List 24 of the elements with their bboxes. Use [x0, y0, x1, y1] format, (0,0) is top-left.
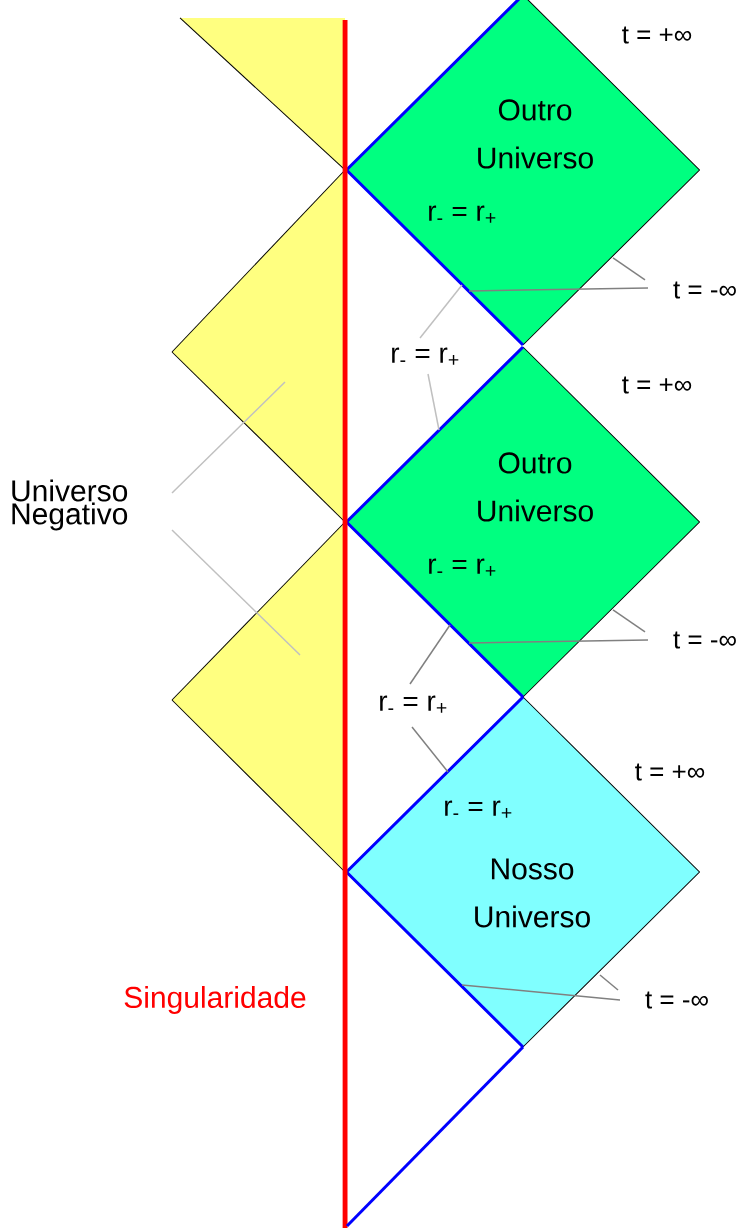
infinity-label: t = +∞: [635, 763, 705, 781]
leader-line: [171, 529, 301, 656]
negative-universe-region: [171, 521, 346, 873]
region-label: r$_{-}$ = r$_{+}$: [392, 347, 459, 365]
leader-line: [427, 373, 440, 431]
leader-line: [468, 287, 649, 292]
leader-line: [612, 257, 646, 281]
leader-line: [409, 624, 451, 685]
leader-line: [419, 284, 463, 339]
leader-line: [599, 974, 619, 991]
region-label: t = -∞: [673, 281, 736, 299]
leader-line: [461, 984, 621, 1001]
leader-line: [171, 381, 286, 494]
infinity-label: t = +∞: [622, 26, 692, 44]
infinity-label: t = +∞: [622, 376, 692, 394]
region-label: t = -∞: [645, 991, 708, 1009]
singularity-label: Singularidade: [124, 986, 306, 1014]
region-label: t = -∞: [673, 631, 736, 649]
leader-line: [612, 609, 646, 633]
region-label: Universo Negativo: [12, 479, 128, 531]
region-label: r$_{-}$ = r$_{+}$: [380, 695, 447, 713]
negative-universe-region: [179, 17, 346, 171]
leader-line: [468, 639, 649, 644]
leader-line: [411, 726, 449, 773]
